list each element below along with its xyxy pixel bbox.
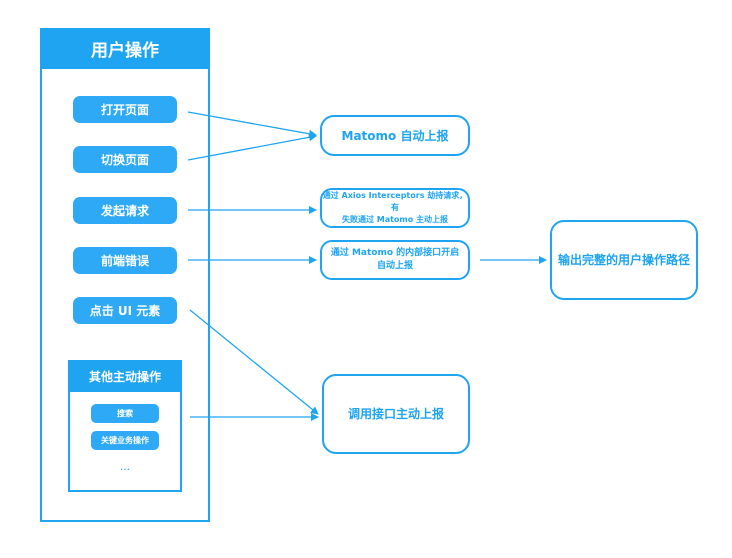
matomo-internal-line-1: 通过 Matomo 的内部接口开启 bbox=[330, 247, 460, 258]
action-frontend-error: 前端错误 bbox=[73, 247, 177, 274]
other-active-operations-title: 其他主动操作 bbox=[68, 360, 182, 392]
user-operations-title: 用户操作 bbox=[40, 28, 210, 69]
arrow-open-page bbox=[187, 111, 317, 138]
axios-interceptors-box: 通过 Axios Interceptors 劫持请求，有 失败通过 Matomo… bbox=[320, 188, 470, 228]
action-key-business: 关键业务操作 bbox=[91, 431, 159, 450]
action-switch-page: 切换页面 bbox=[73, 146, 177, 173]
more-operations-ellipsis: ... bbox=[119, 460, 131, 473]
axios-box-line-1: 通过 Axios Interceptors 劫持请求，有 bbox=[322, 191, 468, 212]
matomo-internal-line-2: 自动上报 bbox=[376, 261, 413, 271]
action-search: 搜索 bbox=[91, 404, 159, 423]
action-send-request: 发起请求 bbox=[73, 197, 177, 224]
matomo-internal-api-box: 通过 Matomo 的内部接口开启 自动上报 bbox=[320, 240, 470, 280]
output-user-path-box: 输出完整的用户操作路径 bbox=[550, 220, 698, 300]
action-click-ui-element: 点击 UI 元素 bbox=[73, 297, 177, 324]
axios-box-line-2: 失败通过 Matomo 主动上报 bbox=[341, 215, 449, 224]
call-api-report-box: 调用接口主动上报 bbox=[322, 374, 470, 454]
arrow-switch-page bbox=[187, 133, 317, 161]
matomo-auto-report-box: Matomo 自动上报 bbox=[320, 115, 470, 156]
action-open-page: 打开页面 bbox=[73, 96, 177, 123]
arrow-click-ui bbox=[189, 309, 319, 415]
